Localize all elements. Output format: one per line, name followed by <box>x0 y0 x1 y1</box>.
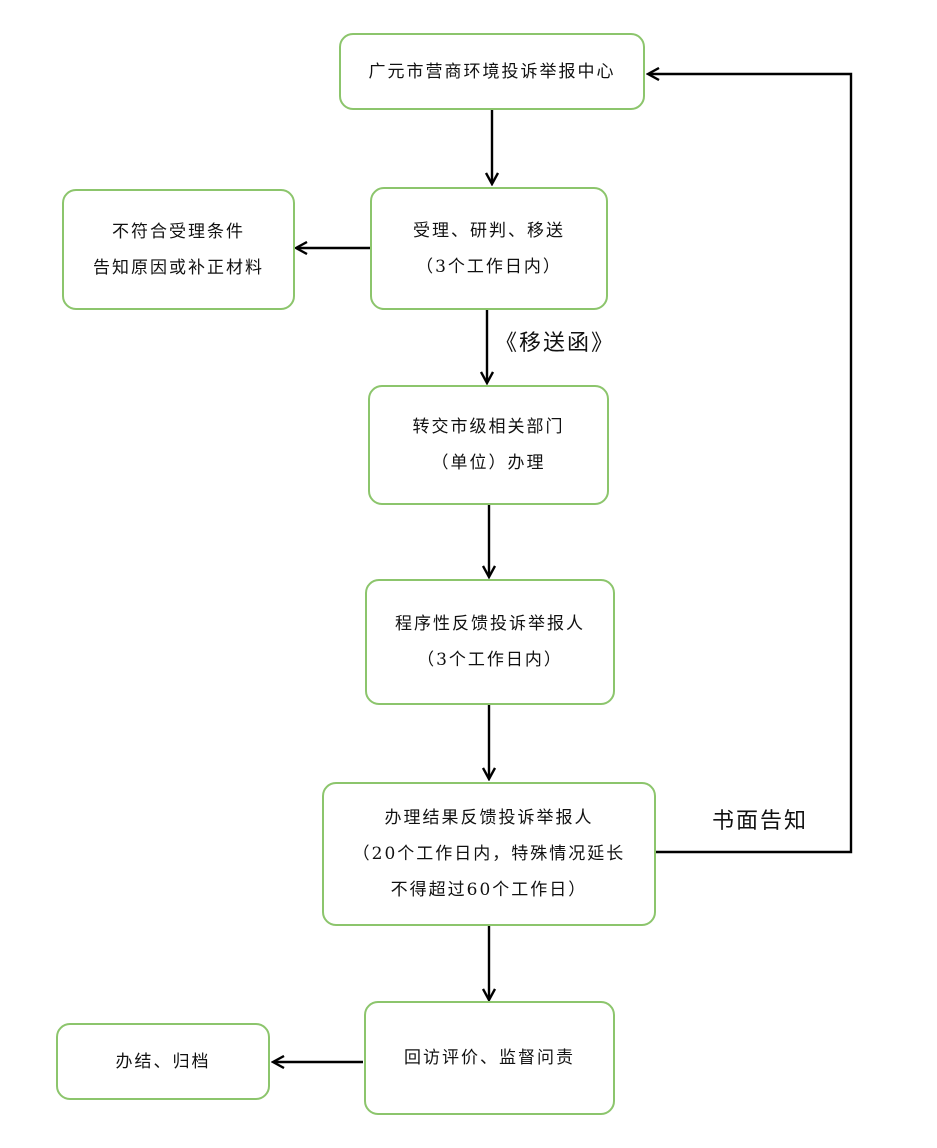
node-transfer: 转交市级相关部门 （单位）办理 <box>368 385 609 505</box>
node-procedural-feedback: 程序性反馈投诉举报人 （3个工作日内） <box>365 579 615 705</box>
node-accept-line2: （3个工作日内） <box>416 256 562 277</box>
label-transfer-letter: 《移送函》 <box>495 331 616 356</box>
node-center: 广元市营商环境投诉举报中心 <box>339 33 645 110</box>
node-result-feedback-line2: （20个工作日内，特殊情况延长 <box>352 844 626 864</box>
node-center-line1: 广元市营商环境投诉举报中心 <box>368 61 616 82</box>
node-result-feedback-line3: 不得超过60个工作日） <box>390 880 588 900</box>
node-procedural-feedback-line2: （3个工作日内） <box>417 650 563 670</box>
node-reject: 不符合受理条件 告知原因或补正材料 <box>62 189 295 310</box>
node-accept: 受理、研判、移送 （3个工作日内） <box>370 187 608 310</box>
node-procedural-feedback-line1: 程序性反馈投诉举报人 <box>395 614 585 634</box>
node-transfer-line2: （单位）办理 <box>431 453 546 473</box>
node-review-line1: 回访评价、监督问责 <box>404 1048 575 1068</box>
arrow-result-to-center-feedback <box>649 74 853 854</box>
node-archive: 办结、归档 <box>56 1023 270 1100</box>
node-result-feedback: 办理结果反馈投诉举报人 （20个工作日内，特殊情况延长 不得超过60个工作日） <box>322 782 656 926</box>
node-accept-line1: 受理、研判、移送 <box>413 220 565 241</box>
node-reject-line1: 不符合受理条件 <box>112 221 245 242</box>
node-review: 回访评价、监督问责 <box>364 1001 615 1115</box>
node-archive-line1: 办结、归档 <box>115 1051 211 1072</box>
node-result-feedback-line1: 办理结果反馈投诉举报人 <box>384 808 594 828</box>
label-written-notice: 书面告知 <box>712 809 809 834</box>
node-transfer-line1: 转交市级相关部门 <box>412 417 565 437</box>
node-reject-line2: 告知原因或补正材料 <box>93 257 264 278</box>
